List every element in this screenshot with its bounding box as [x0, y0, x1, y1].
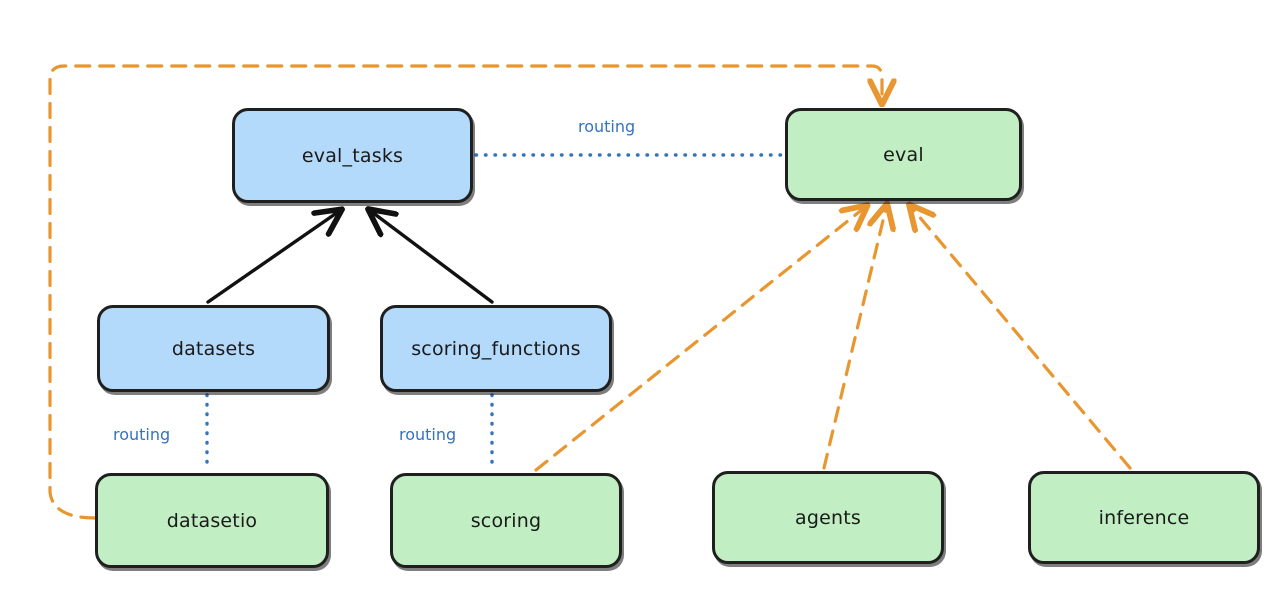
node-label-datasetio: datasetio: [166, 509, 258, 532]
node-eval-tasks[interactable]: eval_tasks: [232, 108, 473, 203]
node-label-datasets: datasets: [171, 337, 256, 360]
node-label-eval-tasks: eval_tasks: [301, 144, 404, 167]
node-label-agents: agents: [795, 506, 861, 529]
node-scoring-functions[interactable]: scoring_functions: [380, 305, 612, 392]
node-inference[interactable]: inference: [1028, 471, 1260, 564]
node-label-eval: eval: [883, 143, 924, 166]
edge-datasetio-to-eval: [48, 64, 882, 520]
node-agents[interactable]: agents: [712, 471, 944, 564]
edge-agents-to-eval: [822, 208, 886, 470]
node-scoring[interactable]: scoring: [390, 473, 622, 568]
edge-label-routing-datasetio: routing: [113, 425, 171, 444]
edge-label-routing-scoring: routing: [399, 425, 457, 444]
edge-scoring-to-eval: [534, 208, 864, 472]
node-label-scoring: scoring: [470, 509, 542, 532]
node-datasets[interactable]: datasets: [97, 305, 330, 392]
edge-scoring_functions-to-eval_tasks: [372, 212, 494, 304]
node-eval[interactable]: eval: [785, 108, 1022, 201]
node-label-inference: inference: [1098, 506, 1190, 529]
edge-inference-to-eval: [912, 208, 1132, 470]
node-datasetio[interactable]: datasetio: [95, 473, 329, 568]
edge-datasets-to-eval_tasks: [206, 212, 338, 304]
node-label-scoring-functions: scoring_functions: [411, 337, 581, 360]
edge-label-routing-eval: routing: [578, 117, 636, 136]
